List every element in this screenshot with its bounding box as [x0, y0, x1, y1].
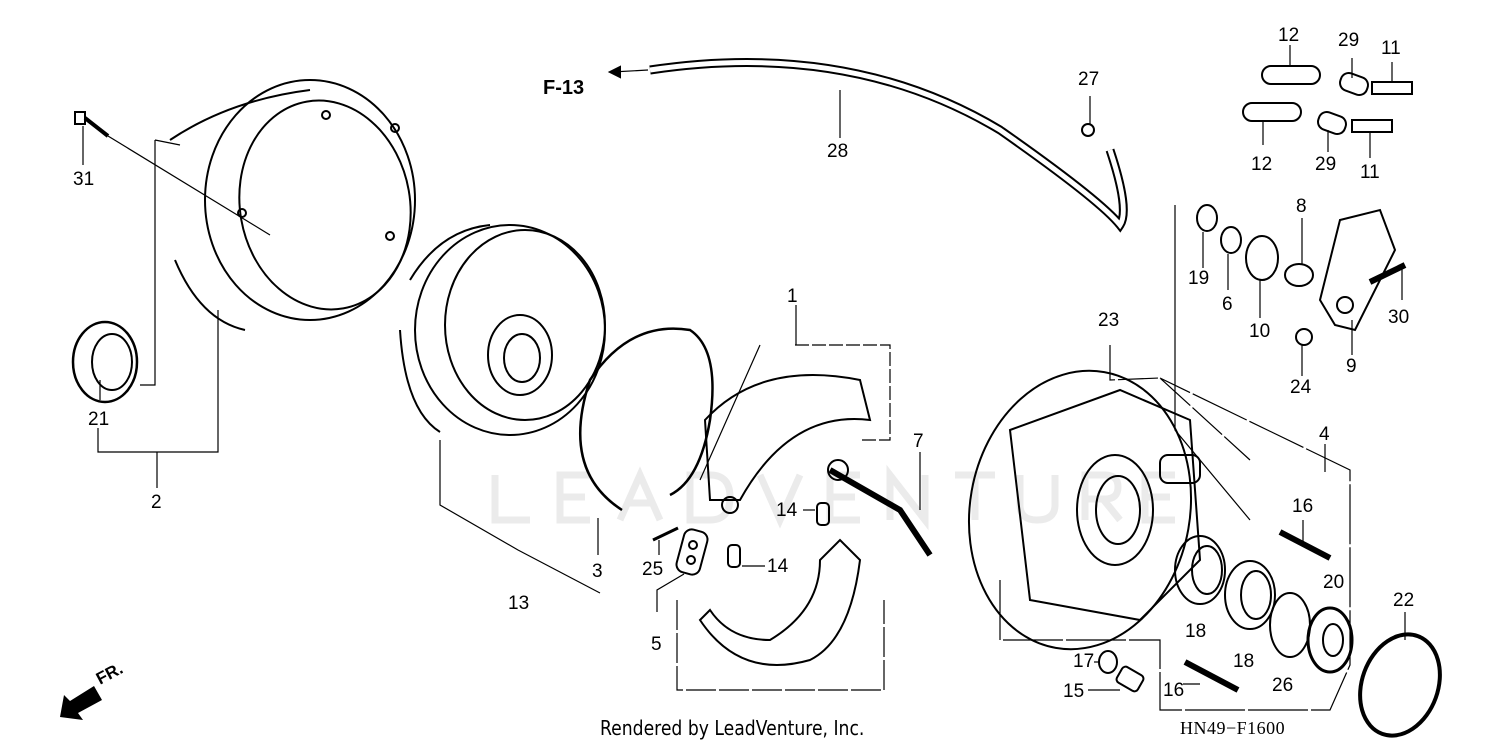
callout-22[interactable]: 22 — [1393, 590, 1415, 611]
diagram-code: HN49−F1600 — [1180, 718, 1286, 738]
brake-shoe-upper[interactable] — [703, 374, 872, 514]
callout-29b[interactable]: 29 — [1315, 154, 1337, 175]
callout-18b[interactable]: 18 — [1233, 651, 1255, 672]
o-ring-22[interactable] — [1347, 623, 1454, 747]
washer-6[interactable] — [1220, 226, 1242, 254]
brake-drum-13[interactable] — [399, 224, 606, 436]
callout-15[interactable]: 15 — [1063, 681, 1085, 702]
callout-9[interactable]: 9 — [1346, 356, 1357, 377]
callout-1[interactable]: 1 — [787, 286, 798, 307]
reference-f13[interactable]: F-13 — [543, 77, 585, 99]
cable-28[interactable] — [649, 58, 1128, 233]
circlip-3[interactable] — [578, 327, 714, 512]
callout-25[interactable]: 25 — [642, 559, 664, 580]
bolt-30[interactable] — [1368, 262, 1407, 285]
callout-31[interactable]: 31 — [73, 169, 95, 190]
callout-11b[interactable]: 11 — [1360, 162, 1380, 183]
collar-29[interactable] — [1316, 71, 1370, 136]
callout-3[interactable]: 3 — [592, 561, 603, 582]
callout-12b[interactable]: 12 — [1251, 154, 1273, 175]
callout-8[interactable]: 8 — [1296, 196, 1307, 217]
circlip-26[interactable] — [1269, 592, 1311, 658]
return-spring-10[interactable] — [1245, 235, 1279, 281]
callout-18a[interactable]: 18 — [1185, 621, 1207, 642]
callout-30[interactable]: 30 — [1388, 307, 1410, 328]
callout-26[interactable]: 26 — [1272, 675, 1294, 696]
callout-5[interactable]: 5 — [651, 634, 662, 655]
brake-panel-23[interactable] — [947, 353, 1212, 667]
callout-20[interactable]: 20 — [1323, 572, 1345, 593]
brake-drum-cover[interactable] — [169, 79, 427, 331]
callout-6[interactable]: 6 — [1222, 294, 1233, 315]
callout-24[interactable]: 24 — [1290, 377, 1312, 398]
stud-16b[interactable] — [1183, 659, 1240, 693]
callout-13[interactable]: 13 — [508, 593, 530, 614]
callout-19[interactable]: 19 — [1188, 268, 1210, 289]
callout-27[interactable]: 27 — [1078, 69, 1100, 90]
cotter-pin-25[interactable] — [652, 526, 679, 542]
bearing-18a[interactable] — [1174, 535, 1226, 605]
brake-cam-7[interactable] — [827, 459, 933, 557]
callout-29a[interactable]: 29 — [1338, 30, 1360, 51]
clip-27[interactable] — [1081, 123, 1095, 137]
callout-14a[interactable]: 14 — [776, 500, 798, 521]
callout-10[interactable]: 10 — [1249, 321, 1271, 342]
front-arrow-icon — [60, 686, 102, 720]
pin-11[interactable] — [1351, 81, 1413, 133]
callout-14b[interactable]: 14 — [767, 556, 789, 577]
spring-14[interactable] — [727, 502, 830, 568]
spring-12[interactable] — [1242, 65, 1321, 122]
seal-21[interactable] — [71, 320, 139, 404]
callout-28[interactable]: 28 — [827, 141, 849, 162]
indicator-8[interactable] — [1284, 263, 1314, 287]
callout-17[interactable]: 17 — [1073, 651, 1095, 672]
washer-17[interactable] — [1098, 650, 1118, 674]
seal-19[interactable] — [1196, 204, 1218, 232]
callout-21[interactable]: 21 — [88, 409, 110, 430]
credit-text: Rendered by LeadVenture, Inc. — [600, 716, 865, 740]
bolt-15[interactable] — [1115, 665, 1145, 693]
nut-24[interactable] — [1295, 328, 1313, 346]
anchor-plate-5[interactable] — [675, 528, 710, 577]
brake-shoe-lower[interactable] — [698, 538, 862, 666]
bearing-18b[interactable] — [1224, 560, 1276, 630]
stud-16a[interactable] — [1278, 529, 1332, 561]
callout-16a[interactable]: 16 — [1292, 496, 1314, 517]
seal-20[interactable] — [1306, 606, 1354, 674]
callout-7[interactable]: 7 — [913, 431, 924, 452]
callout-16b[interactable]: 16 — [1163, 680, 1185, 701]
callout-11a[interactable]: 11 — [1381, 38, 1401, 59]
callout-12a[interactable]: 12 — [1278, 25, 1300, 46]
brake-arm-9[interactable] — [1318, 208, 1397, 332]
bolt-31[interactable] — [74, 111, 271, 236]
callout-4[interactable]: 4 — [1319, 424, 1330, 445]
callout-23[interactable]: 23 — [1098, 310, 1120, 331]
callout-2[interactable]: 2 — [151, 492, 162, 513]
